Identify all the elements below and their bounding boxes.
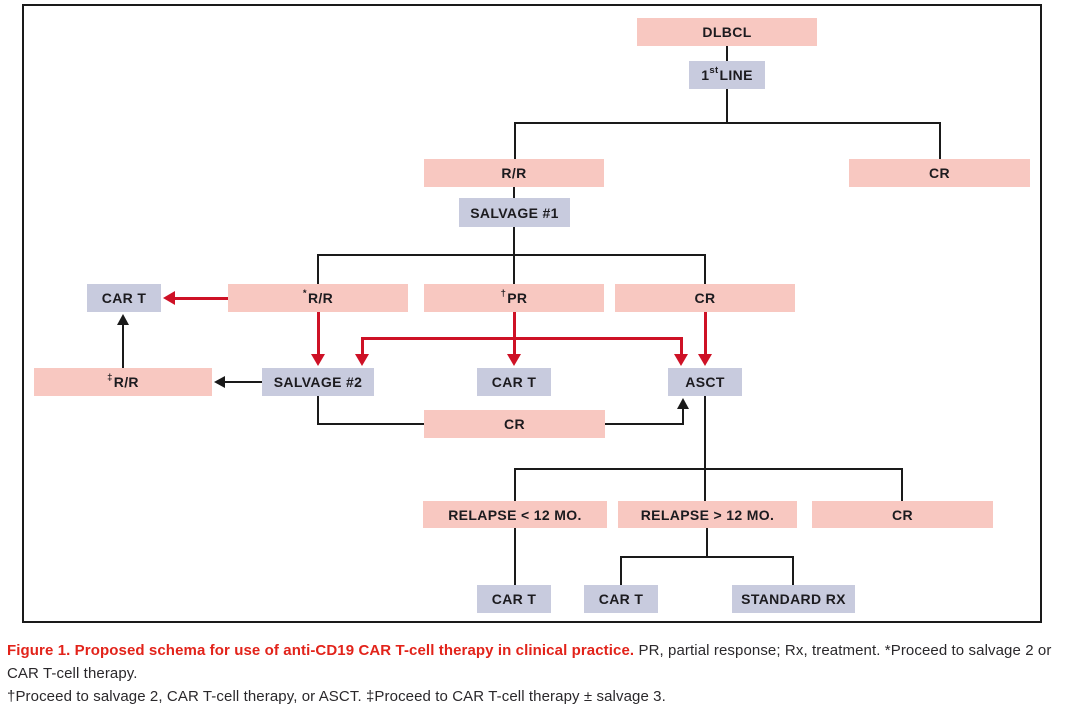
flowchart-node-salvage-2: SALVAGE #2: [262, 368, 374, 396]
arrowhead: [163, 291, 175, 305]
edge-segment: [900, 467, 904, 503]
edge-segment: [681, 407, 685, 426]
flowchart-node-rr-first-line: R/R: [424, 159, 604, 187]
edge-segment: [512, 336, 683, 340]
flowchart-node-cr-post-asct: CR: [812, 501, 993, 528]
edge-segment: [316, 253, 320, 286]
arrowhead: [214, 376, 225, 388]
flowchart-node-cr-salvage2: CR: [424, 410, 605, 438]
arrowhead: [117, 314, 129, 325]
flowchart-node-cr-first-line: CR: [849, 159, 1030, 187]
edge-segment: [938, 121, 942, 161]
flowchart-node-cr-salvage1: CR: [615, 284, 795, 312]
arrowhead: [507, 354, 521, 366]
edge-segment: [223, 380, 264, 384]
flowchart-node-car-t-mid: CAR T: [477, 368, 551, 396]
figure-caption-title: Figure 1. Proposed schema for use of ant…: [7, 642, 635, 659]
edge-segment: [619, 555, 623, 587]
arrowhead: [674, 354, 688, 366]
edge-segment: [512, 185, 516, 200]
flowchart-node-salvage-1: SALVAGE #1: [459, 198, 570, 227]
edge-segment: [703, 394, 707, 503]
edge-segment: [513, 467, 904, 471]
flowchart-node-standard-rx: STANDARD RX: [732, 585, 855, 613]
edge-segment: [173, 296, 230, 300]
flowchart-node-car-t-bottom-left: CAR T: [477, 585, 551, 613]
figure-caption: Figure 1. Proposed schema for use of ant…: [7, 639, 1077, 708]
edge-segment: [513, 121, 517, 161]
arrowhead: [698, 354, 712, 366]
edge-segment: [679, 336, 683, 356]
figure-caption-line1: PR, partial response; Rx, treatment. *Pr…: [7, 642, 1052, 682]
arrowhead: [677, 398, 689, 409]
edge-segment: [703, 253, 707, 286]
edge-segment: [121, 323, 125, 370]
flowchart-node-rr-double-dagger: ‡R/R: [34, 368, 212, 396]
arrowhead: [355, 354, 369, 366]
edge-segment: [603, 422, 685, 426]
edge-segment: [316, 310, 320, 356]
flowchart-node-car-t-left: CAR T: [87, 284, 161, 312]
flowchart-node-dlbcl: DLBCL: [637, 18, 817, 46]
arrowhead: [311, 354, 325, 366]
figure-caption-line2: †Proceed to salvage 2, CAR T-cell therap…: [7, 688, 666, 705]
edge-segment: [513, 526, 517, 587]
edge-segment: [316, 253, 707, 257]
edge-segment: [725, 44, 729, 63]
edge-segment: [513, 121, 942, 125]
flowchart-node-pr-dagger: †PR: [424, 284, 604, 312]
edge-segment: [360, 336, 364, 356]
flowchart-edges: [117, 44, 942, 587]
edge-segment: [513, 467, 517, 503]
edge-segment: [703, 310, 707, 356]
flowchart-node-rr-star: *R/R: [228, 284, 408, 312]
edge-segment: [791, 555, 795, 587]
edge-segment: [705, 526, 709, 559]
flowchart-node-asct: ASCT: [668, 368, 742, 396]
edge-segment: [316, 422, 426, 426]
flowchart-node-relapse-lt-12mo: RELAPSE < 12 MO.: [423, 501, 607, 528]
flowchart-node-relapse-gt-12mo: RELAPSE > 12 MO.: [618, 501, 797, 528]
flowchart-node-car-t-bottom-mid: CAR T: [584, 585, 658, 613]
edge-segment: [725, 87, 729, 125]
edge-segment: [316, 394, 320, 426]
edge-segment: [619, 555, 795, 559]
edge-segment: [512, 310, 516, 356]
edge-segment: [360, 336, 516, 340]
